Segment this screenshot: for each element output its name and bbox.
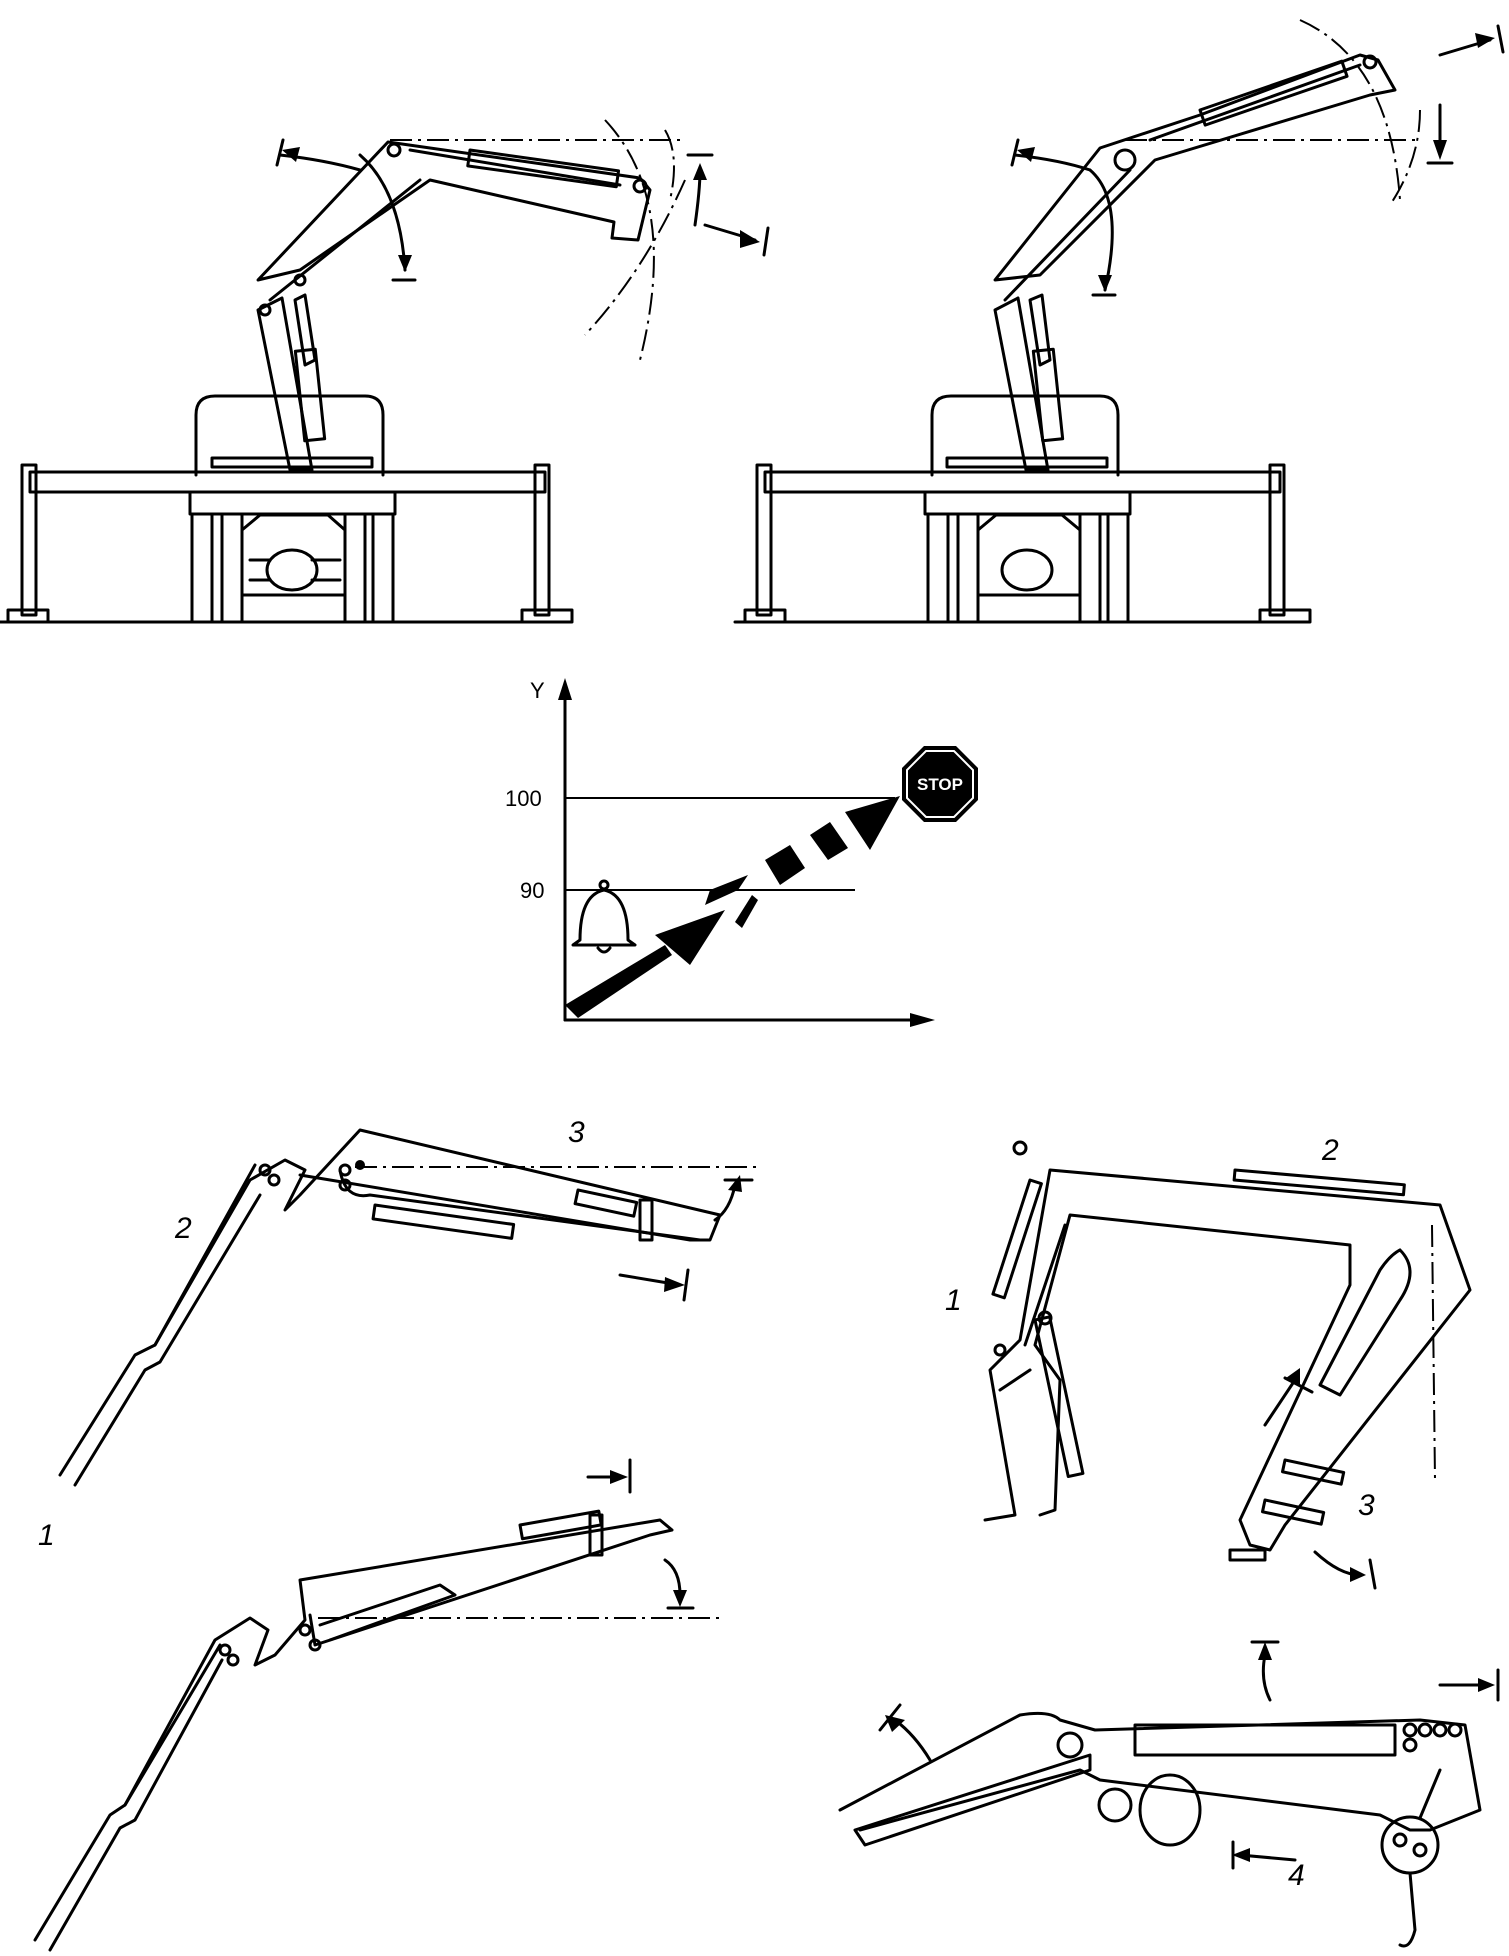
callout-2-right: 2 (1321, 1134, 1339, 1167)
callout-4: 4 (1288, 1859, 1305, 1892)
boom-folded-arch: 2 1 3 (945, 1134, 1472, 1590)
tick-90: 90 (520, 878, 544, 903)
stop-sign-icon: STOP (902, 746, 978, 822)
boom-transport-position: 4 (838, 1640, 1500, 1948)
boom-position-upper: 3 2 1 (38, 1116, 760, 1552)
boom-position-lower (33, 1458, 720, 1952)
crane-truck-right (733, 19, 1505, 624)
callout-1-upper: 1 (38, 1519, 55, 1552)
callout-2-upper: 2 (174, 1212, 192, 1245)
hook-icon (1380, 1768, 1442, 1948)
rising-arrow-icon (565, 796, 900, 1018)
callout-3-upper: 3 (568, 1116, 585, 1149)
crane-truck-left (0, 119, 770, 624)
y-axis-label: Y (530, 678, 545, 703)
bell-icon (571, 879, 637, 954)
stop-text: STOP (917, 775, 963, 794)
load-limit-chart: Y 100 90 STOP (505, 678, 978, 1027)
tick-100: 100 (505, 786, 542, 811)
callout-3-right: 3 (1358, 1489, 1375, 1522)
callout-1-right: 1 (945, 1284, 962, 1317)
